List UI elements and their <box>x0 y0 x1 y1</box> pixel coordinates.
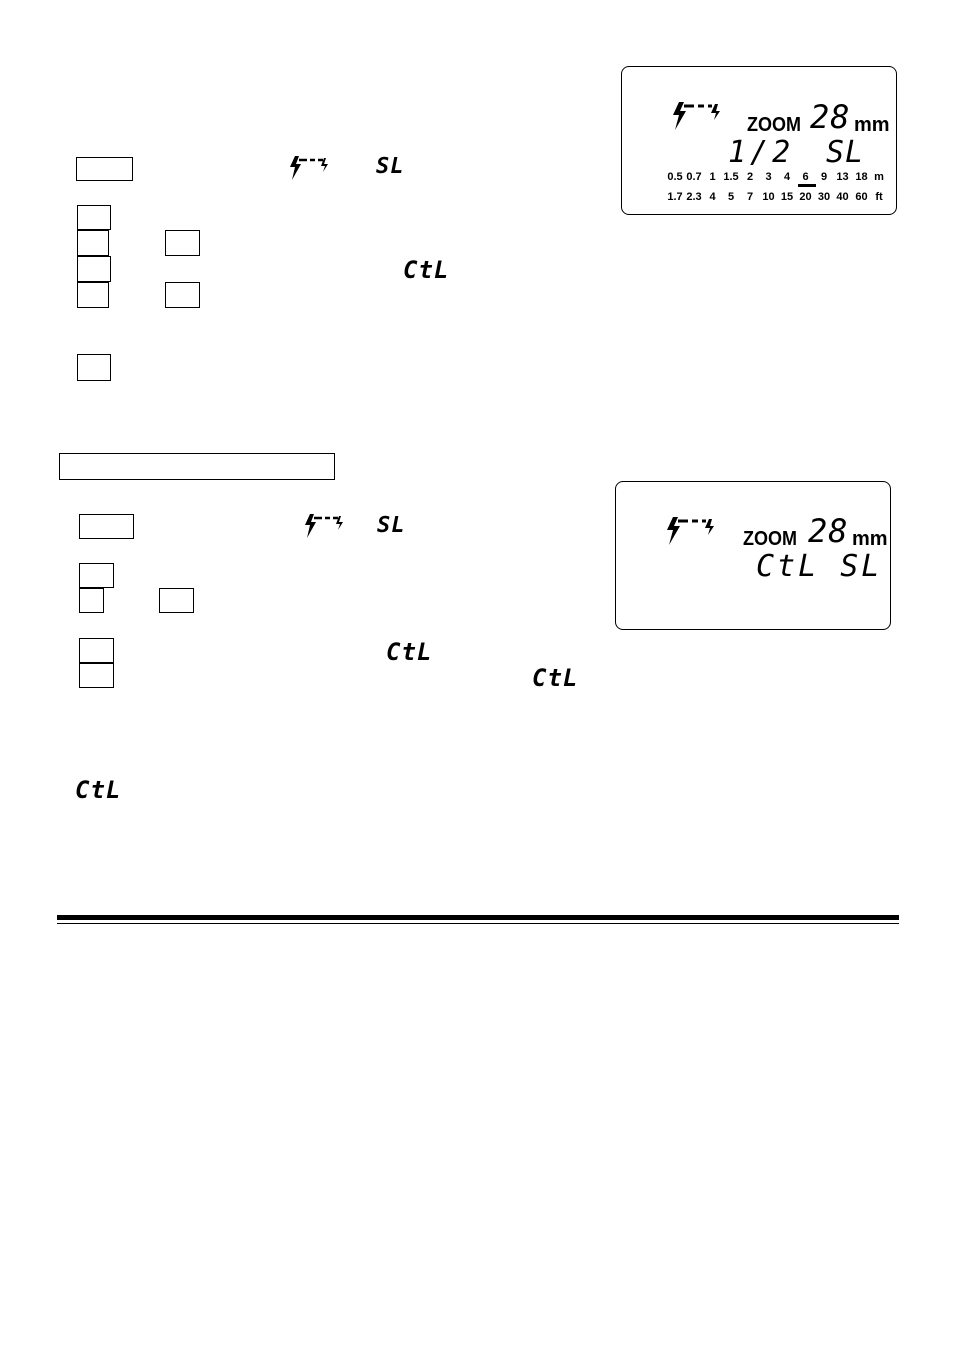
scale-m-7: 6 <box>802 171 809 183</box>
key-box-f <box>165 282 200 308</box>
scale-m-10: 18 <box>855 171 868 183</box>
distance-scale-ft: 1.7 2.3 4 5 7 10 15 20 30 40 60 ft <box>666 191 887 203</box>
zoom-label: ZOOM <box>747 114 801 136</box>
wireless-flash-icon <box>667 517 714 545</box>
sl-symbol-top: SL <box>376 154 405 179</box>
key-box-k <box>79 638 114 663</box>
zoom-label-2: ZOOM <box>743 528 797 550</box>
mode-line-display: CtL SL <box>756 549 883 584</box>
zoom-value: 28 <box>810 98 851 136</box>
scale-ft-1: 2.3 <box>686 191 702 203</box>
distance-scale-m: 0.5 0.7 1 1.5 2 3 4 6 9 13 18 m <box>666 171 887 183</box>
ctl-symbol-bottom: CtL <box>75 776 122 804</box>
scale-ft-3: 5 <box>727 191 735 203</box>
key-box-c <box>165 230 200 256</box>
scale-m-2: 1 <box>709 171 716 183</box>
key-box-e <box>77 282 109 308</box>
zoom-unit: mm <box>854 114 890 136</box>
scale-m-0: 0.5 <box>667 171 683 183</box>
scale-m-9: 13 <box>836 171 849 183</box>
section-heading-box <box>59 453 335 480</box>
lcd-panel-bottom: ZOOM 28 mm CtL SL <box>615 481 891 630</box>
mode-display: SL <box>826 135 865 170</box>
key-box-a <box>77 205 111 230</box>
scale-m-3: 1.5 <box>723 171 739 183</box>
key-box-mode-2 <box>79 514 134 539</box>
wireless-flash-icon <box>673 102 720 130</box>
section-divider <box>57 915 899 920</box>
section-divider-thin <box>57 923 899 924</box>
scale-m-11: m <box>874 171 884 183</box>
key-box-b <box>77 230 109 256</box>
scale-ft-4: 7 <box>746 191 754 203</box>
key-box-j <box>159 588 194 613</box>
scale-m-5: 3 <box>765 171 772 183</box>
scale-ft-2: 4 <box>709 191 716 203</box>
scale-m-1: 0.7 <box>686 171 702 183</box>
sl-symbol-mid: SL <box>377 513 406 538</box>
scale-m-6: 4 <box>783 171 791 183</box>
key-box-d <box>77 256 111 282</box>
scale-ft-10: 60 <box>855 191 868 203</box>
lcd-panel-top: ZOOM 28 mm 1/2 SL 0.5 0.7 1 1.5 2 3 4 6 … <box>621 66 897 215</box>
scale-m-4: 2 <box>746 171 754 183</box>
wireless-flash-icon <box>305 514 343 538</box>
wireless-flash-icon <box>290 156 328 180</box>
zoom-value-2: 28 <box>808 512 849 550</box>
ctl-symbol-top: CtL <box>403 256 450 284</box>
scale-ft-0: 1.7 <box>667 191 683 203</box>
scale-ft-11: ft <box>875 191 883 203</box>
scale-ft-9: 40 <box>836 191 849 203</box>
scale-marker <box>798 184 816 187</box>
key-box-i <box>79 588 104 613</box>
scale-m-8: 9 <box>820 171 828 183</box>
key-box-mode <box>76 157 133 181</box>
zoom-unit-2: mm <box>852 528 888 550</box>
ctl-symbol-mid-2: CtL <box>532 664 579 692</box>
ratio-display: 1/2 <box>728 135 795 170</box>
scale-ft-5: 10 <box>762 191 775 203</box>
scale-ft-8: 30 <box>817 191 831 203</box>
key-box-h <box>79 563 114 588</box>
scale-ft-7: 20 <box>799 191 812 203</box>
key-box-g <box>77 354 111 381</box>
key-box-l <box>79 663 114 688</box>
ctl-symbol-mid-1: CtL <box>386 638 433 666</box>
scale-ft-6: 15 <box>780 191 794 203</box>
